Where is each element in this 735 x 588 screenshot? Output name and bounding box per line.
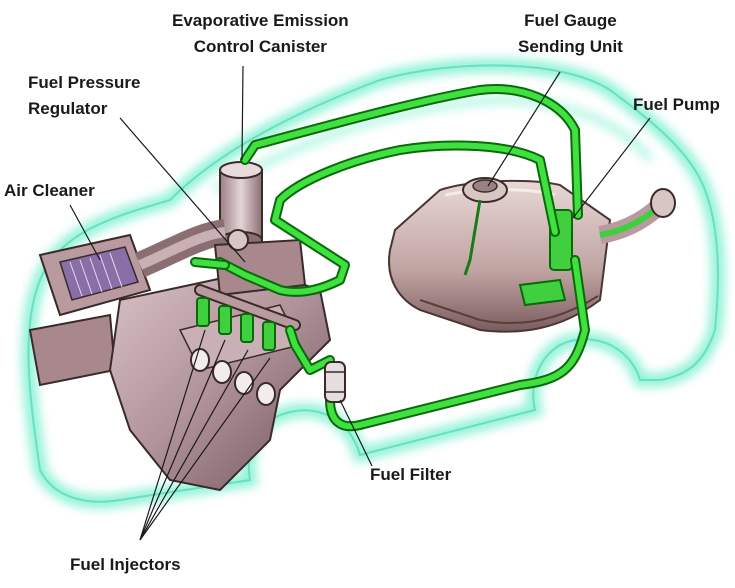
- fuel-pump: [518, 209, 573, 307]
- label-evap-line2: Control Canister: [193, 37, 327, 56]
- fuel-injectors: [196, 297, 276, 351]
- fuel-filler-neck: [598, 188, 676, 244]
- fuel-gauge-sending-unit: [462, 177, 508, 276]
- label-gauge-line1: Fuel Gauge: [524, 11, 617, 30]
- label-regulator-line2: Regulator: [28, 99, 108, 118]
- air-cleaner: [28, 219, 228, 387]
- label-fuel-pump: Fuel Pump: [633, 95, 720, 114]
- label-gauge-line2: Sending Unit: [518, 37, 623, 56]
- fuel-filter: [324, 361, 346, 403]
- label-air-cleaner: Air Cleaner: [4, 181, 95, 200]
- label-evap-line1: Evaporative Emission: [172, 11, 349, 30]
- evaporative-canister: [219, 161, 263, 249]
- label-fuel-filter: Fuel Filter: [370, 465, 452, 484]
- label-fuel-injectors: Fuel Injectors: [70, 555, 181, 574]
- leader-lines: [69, 65, 651, 541]
- label-fuel-gauge-sending-unit: Fuel Gauge Sending Unit: [518, 8, 623, 60]
- label-evaporative-canister: Evaporative Emission Control Canister: [172, 8, 349, 60]
- fuel-rail: [194, 284, 301, 331]
- fuel-lines: [190, 84, 590, 432]
- label-fuel-pressure-regulator: Fuel Pressure Regulator: [28, 70, 140, 122]
- label-regulator-line1: Fuel Pressure: [28, 73, 141, 92]
- car-body-outline: [21, 58, 725, 509]
